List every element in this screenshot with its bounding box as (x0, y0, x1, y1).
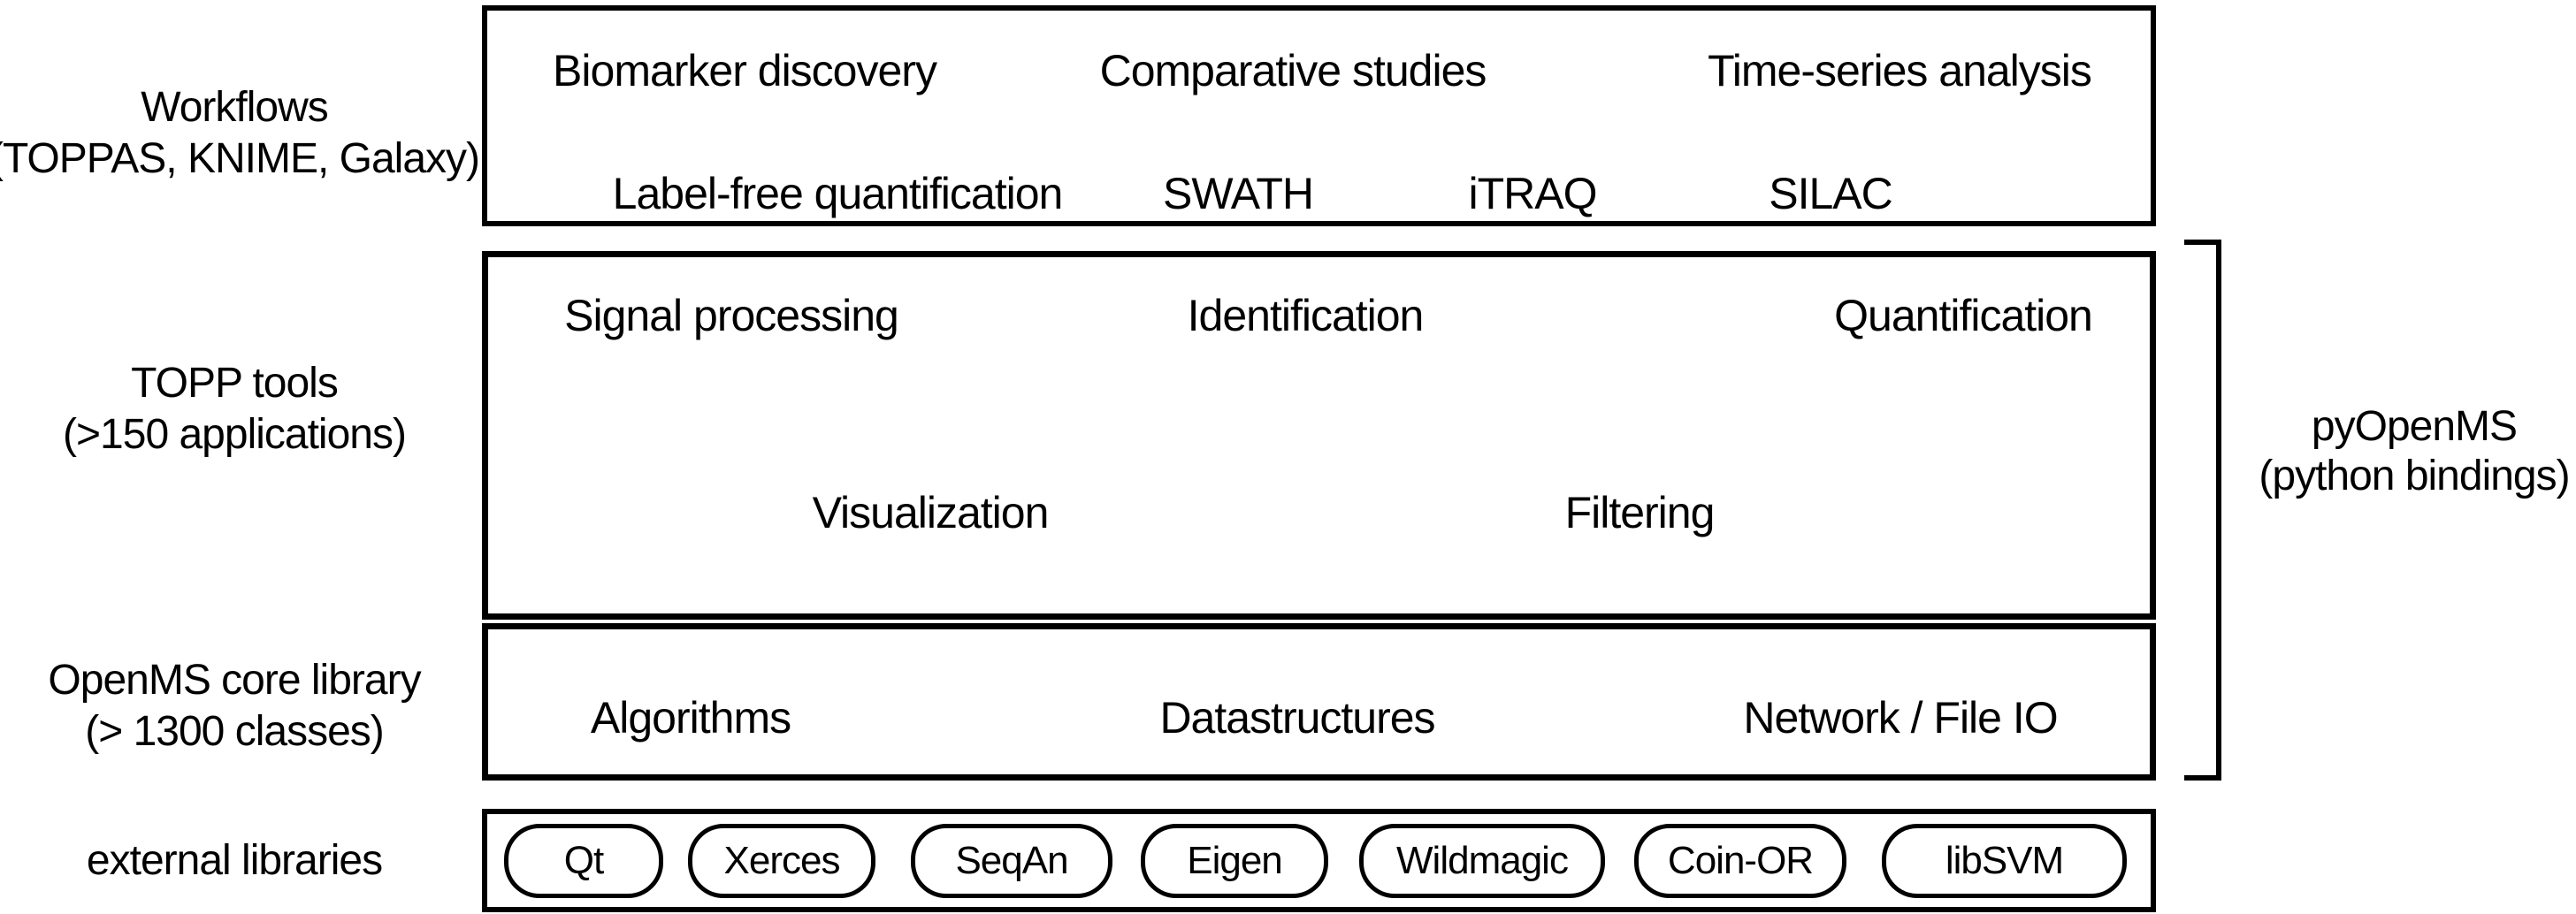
item-time-series-analysis: Time-series analysis (1708, 46, 2092, 95)
item-biomarker-discovery: Biomarker discovery (553, 46, 937, 95)
label-topp-tools: TOPP tools (>150 applications) (63, 358, 407, 461)
label-pyopenms-line1: pyOpenMS (2311, 403, 2518, 450)
pill-coin-or: Coin-OR (1634, 824, 1846, 898)
label-workflows-line1: Workflows (141, 84, 328, 131)
item-swath: SWATH (1163, 169, 1314, 218)
label-topp-tools-line2: (>150 applications) (63, 411, 407, 458)
item-label-free-quantification: Label-free quantification (612, 169, 1064, 218)
pill-wildmagic: Wildmagic (1359, 824, 1605, 898)
pyopenms-bracket (2184, 240, 2221, 781)
pill-seqan: SeqAn (911, 824, 1112, 898)
item-quantification: Quantification (1834, 291, 2093, 340)
pill-qt: Qt (504, 824, 663, 898)
core-library-box (482, 623, 2156, 781)
item-filtering: Filtering (1564, 488, 1716, 537)
label-pyopenms: pyOpenMS (python bindings) (2259, 402, 2570, 501)
item-algorithms: Algorithms (590, 693, 791, 743)
item-silac: SILAC (1769, 169, 1893, 218)
label-topp-tools-line1: TOPP tools (131, 360, 339, 407)
item-datastructures: Datastructures (1159, 693, 1435, 743)
pill-xerces: Xerces (688, 824, 875, 898)
label-pyopenms-line2: (python bindings) (2259, 453, 2570, 499)
label-external-libraries-line1: external libraries (86, 837, 383, 884)
item-comparative-studies: Comparative studies (1099, 46, 1487, 95)
label-core-library-line2: (> 1300 classes) (85, 708, 385, 755)
label-core-library: OpenMS core library (> 1300 classes) (48, 655, 421, 758)
label-workflows: Workflows (TOPPAS, KNIME, Galaxy) (0, 82, 480, 185)
item-itraq: iTRAQ (1468, 169, 1598, 218)
label-core-library-line1: OpenMS core library (48, 657, 421, 704)
workflows-box (482, 5, 2156, 226)
item-signal-processing: Signal processing (564, 291, 899, 340)
item-visualization: Visualization (812, 488, 1050, 537)
pill-eigen: Eigen (1141, 824, 1328, 898)
topp-tools-box (482, 251, 2156, 620)
item-identification: Identification (1187, 291, 1425, 340)
label-external-libraries: external libraries (86, 835, 383, 887)
label-workflows-line2: (TOPPAS, KNIME, Galaxy) (0, 135, 480, 182)
pill-libsvm: libSVM (1882, 824, 2127, 898)
item-network-file-io: Network / File IO (1743, 693, 2058, 743)
